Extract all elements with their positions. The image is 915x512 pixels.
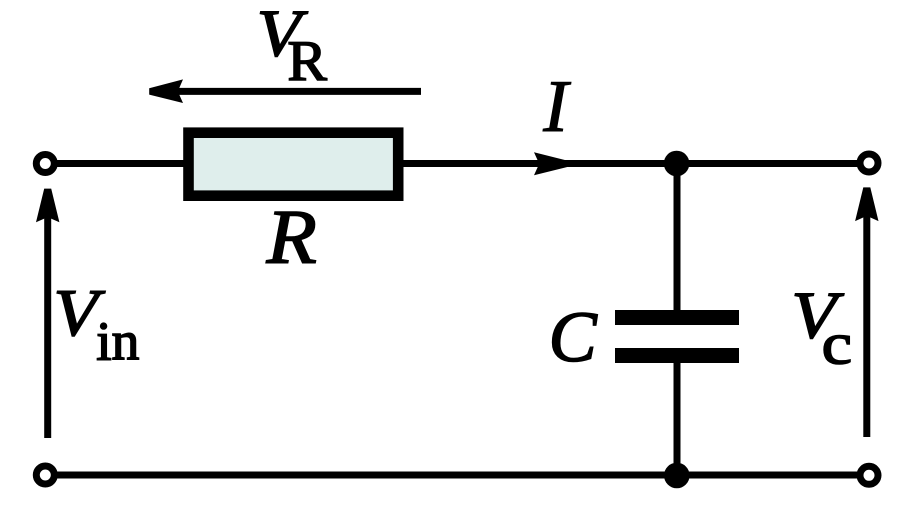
svg-text:I: I — [542, 66, 571, 148]
svg-text:V: V — [791, 279, 844, 353]
svg-text:R: R — [287, 29, 327, 93]
svg-text:V: V — [54, 276, 106, 351]
svg-text:V: V — [257, 0, 309, 71]
svg-text:R: R — [266, 195, 317, 280]
svg-text:c: c — [822, 311, 852, 377]
svg-text:C: C — [549, 297, 598, 377]
svg-text:in: in — [96, 311, 139, 372]
